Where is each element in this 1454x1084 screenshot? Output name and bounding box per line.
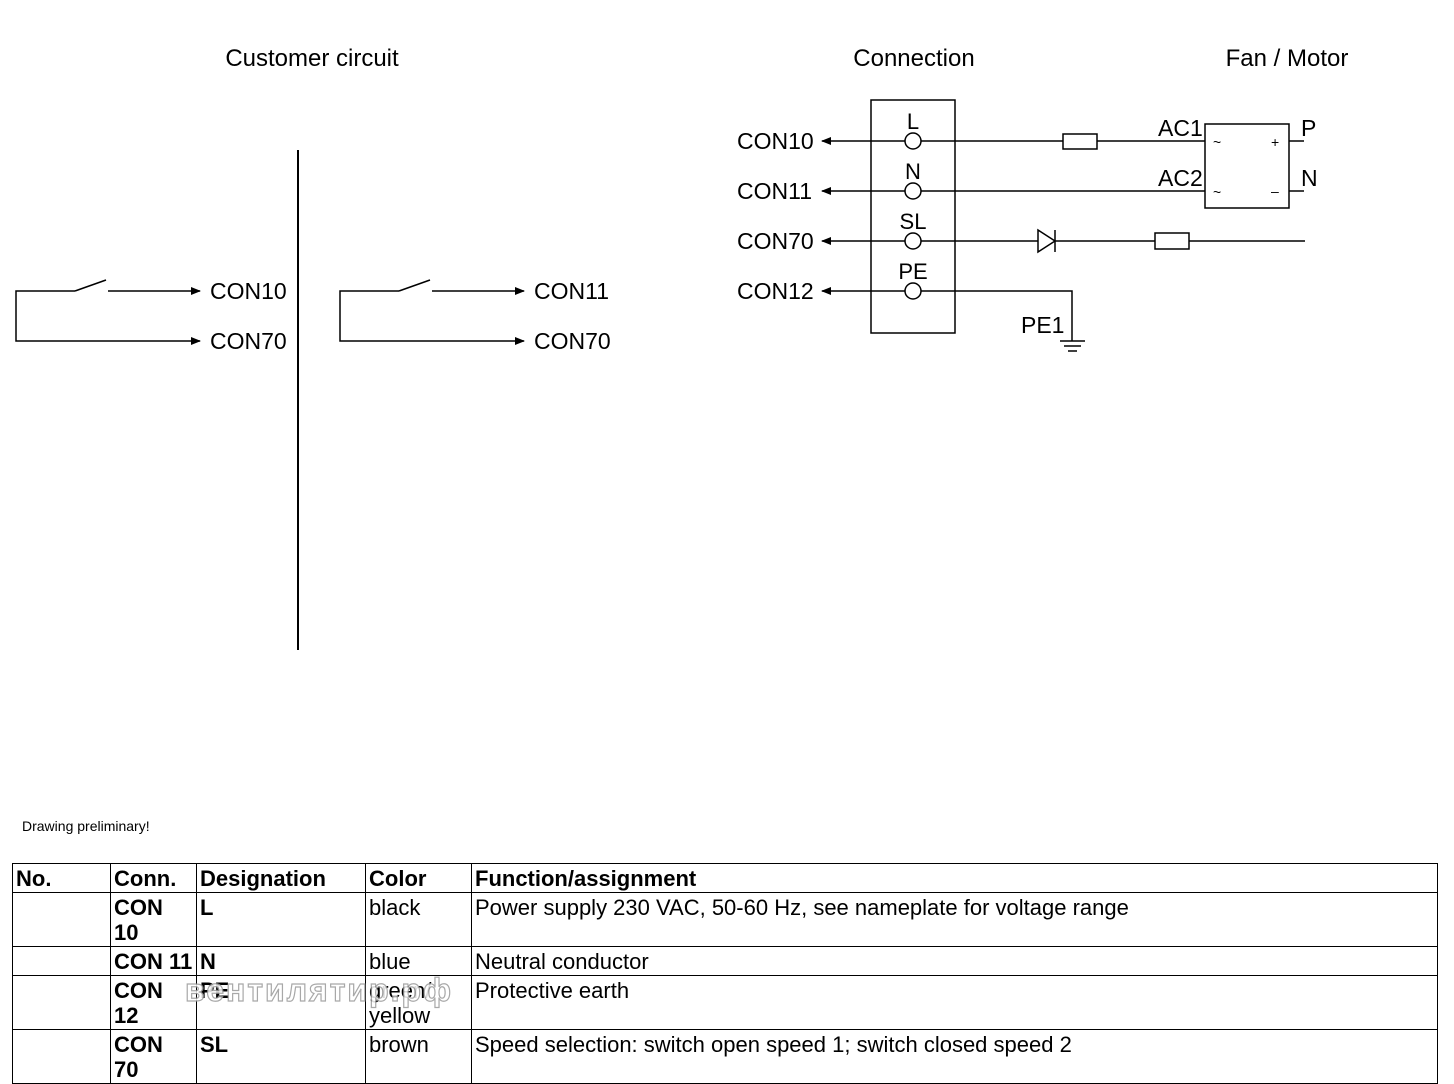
cell-designation: SL: [196, 1029, 366, 1084]
pe1-label: PE1: [1021, 312, 1064, 338]
cell-color: blue: [365, 946, 472, 976]
switch-contact-left: [74, 279, 107, 292]
terminal-sl: [904, 232, 922, 250]
connection-heading: Connection: [853, 45, 974, 72]
col-header-conn: Conn.: [110, 863, 197, 893]
motor-box: [1204, 123, 1290, 209]
wire-con12: CON12 PE PE1: [737, 259, 1085, 352]
ground-icon: [1060, 340, 1085, 352]
cell-function: Neutral conductor: [471, 946, 1438, 976]
wire-con10: CON10 L: [737, 109, 1205, 154]
fan-motor-heading: Fan / Motor: [1226, 45, 1349, 72]
table-row: CON 70 SL brown Speed selection: switch …: [12, 1029, 1438, 1084]
terminal-n-label: N: [905, 159, 921, 184]
cell-color: brown: [365, 1029, 472, 1084]
table-header-row: No. Conn. Designation Color Function/ass…: [12, 863, 1438, 893]
customer-circuit-heading: Customer circuit: [225, 45, 399, 72]
resistor-sl: [1154, 232, 1190, 250]
cell-no: [12, 1029, 111, 1084]
cell-no: [12, 975, 111, 1030]
table-row: CON 11 N blue Neutral conductor: [12, 946, 1438, 976]
cell-function: Speed selection: switch open speed 1; sw…: [471, 1029, 1438, 1084]
terminal-pe: [904, 282, 922, 300]
switch-right-bottom-label: CON70: [534, 328, 611, 354]
table-row: CON 10 L black Power supply 230 VAC, 50-…: [12, 892, 1438, 947]
ac-symbol-top: ~: [1213, 134, 1221, 150]
switch-circuit-right: [339, 279, 525, 345]
cell-color: black: [365, 892, 472, 947]
con70-label: CON70: [737, 228, 814, 254]
pin-assignment-table: No. Conn. Designation Color Function/ass…: [12, 863, 1438, 1084]
cell-conn: CON 10: [110, 892, 197, 947]
col-header-no: No.: [12, 863, 111, 893]
table-row: CON 12 PE green/ yellow Protective earth: [12, 975, 1438, 1030]
cell-conn: CON 70: [110, 1029, 197, 1084]
con10-label: CON10: [737, 128, 814, 154]
diode-icon: [1037, 228, 1057, 254]
col-header-color: Color: [365, 863, 472, 893]
cell-no: [12, 892, 111, 947]
motor-n-label: N: [1301, 165, 1318, 191]
cell-conn: CON 11: [110, 946, 197, 976]
terminal-pe-label: PE: [898, 259, 927, 284]
motor-module: AC1 AC2 ~ ~ + – P N: [1158, 115, 1318, 209]
cell-designation: PE: [196, 975, 366, 1030]
terminal-n: [904, 182, 922, 200]
terminal-block: [870, 99, 956, 334]
ac2-label: AC2: [1158, 165, 1203, 191]
col-header-function: Function/assignment: [471, 863, 1438, 893]
wiring-diagram: Customer circuit Connection Fan / Motor …: [15, 45, 1349, 650]
wire-con70: CON70 SL: [737, 209, 1305, 254]
preliminary-note: Drawing preliminary!: [22, 818, 150, 834]
terminal-sl-label: SL: [900, 209, 927, 234]
terminal-l: [904, 132, 922, 150]
switch-left-bottom-label: CON70: [210, 328, 287, 354]
motor-p-label: P: [1301, 115, 1316, 141]
switch-circuit-left: [15, 279, 201, 345]
ac1-label: AC1: [1158, 115, 1203, 141]
cell-function: Power supply 230 VAC, 50-60 Hz, see name…: [471, 892, 1438, 947]
switch-right-top-label: CON11: [534, 278, 609, 304]
con11-label: CON11: [737, 178, 812, 204]
cell-no: [12, 946, 111, 976]
switch-left-top-label: CON10: [210, 278, 287, 304]
plus-symbol: +: [1271, 134, 1279, 150]
terminal-l-label: L: [907, 109, 919, 134]
switch-contact-right: [398, 279, 431, 292]
cell-color: green/ yellow: [365, 975, 472, 1030]
cell-function: Protective earth: [471, 975, 1438, 1030]
con12-label: CON12: [737, 278, 814, 304]
wire-con11: CON11 N: [737, 159, 1205, 204]
minus-symbol: –: [1271, 183, 1279, 199]
cell-designation: N: [196, 946, 366, 976]
cell-conn: CON 12: [110, 975, 197, 1030]
col-header-designation: Designation: [196, 863, 366, 893]
ac-symbol-bottom: ~: [1213, 184, 1221, 200]
fuse-l: [1062, 133, 1098, 150]
cell-designation: L: [196, 892, 366, 947]
